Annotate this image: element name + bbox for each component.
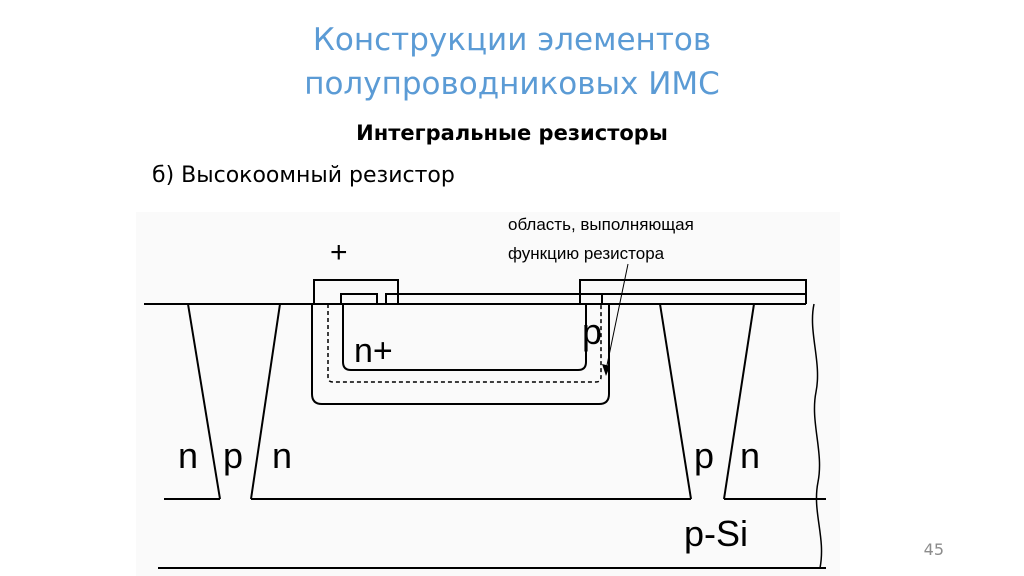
callout-text-line-1: область, выполняющая <box>508 215 694 234</box>
callout-arrowhead <box>602 364 610 376</box>
contact-plus-label: + <box>330 236 348 269</box>
left-contact-window <box>340 293 378 305</box>
callout-text-line-2: функцию резистора <box>508 244 665 263</box>
figure-caption: б) Высокоомный резистор <box>152 163 455 188</box>
label-n-left-2: n <box>272 435 292 476</box>
isolation-left-wall-2 <box>250 303 281 500</box>
isolation-right-wall-1 <box>659 303 692 500</box>
isolation-left-wall-1 <box>187 303 221 500</box>
label-substrate: p-Si <box>684 513 748 554</box>
label-p-right: p <box>694 435 714 476</box>
page-number: 45 <box>923 540 944 559</box>
label-n-right: n <box>740 435 760 476</box>
resistor-cross-section-diagram: область, выполняющая функцию резистора +… <box>136 212 840 576</box>
label-p-top: p <box>582 311 602 352</box>
label-n-left-1: n <box>178 435 198 476</box>
slide-title: Конструкции элементов полупроводниковых … <box>0 18 1024 106</box>
slide-subtitle: Интегральные резисторы <box>356 121 668 145</box>
cross-section-svg: область, выполняющая функцию резистора +… <box>144 215 826 569</box>
oxide-layer <box>385 293 581 304</box>
resistor-region-dashed-boundary <box>327 304 602 383</box>
callout-arrow-line <box>605 263 629 371</box>
p-region-outline <box>311 304 610 405</box>
right-contact-window <box>579 293 603 305</box>
title-line-1: Конструкции элементов <box>312 22 712 58</box>
break-edge <box>811 303 823 569</box>
left-contact-metal <box>313 279 399 304</box>
label-n-plus: n+ <box>354 332 393 370</box>
isolation-right-wall-2 <box>723 303 755 500</box>
right-contact-metal <box>579 279 807 304</box>
n-plus-region-outline <box>342 304 587 371</box>
label-p-left: p <box>223 435 243 476</box>
title-line-2: полупроводниковых ИМС <box>304 66 720 102</box>
